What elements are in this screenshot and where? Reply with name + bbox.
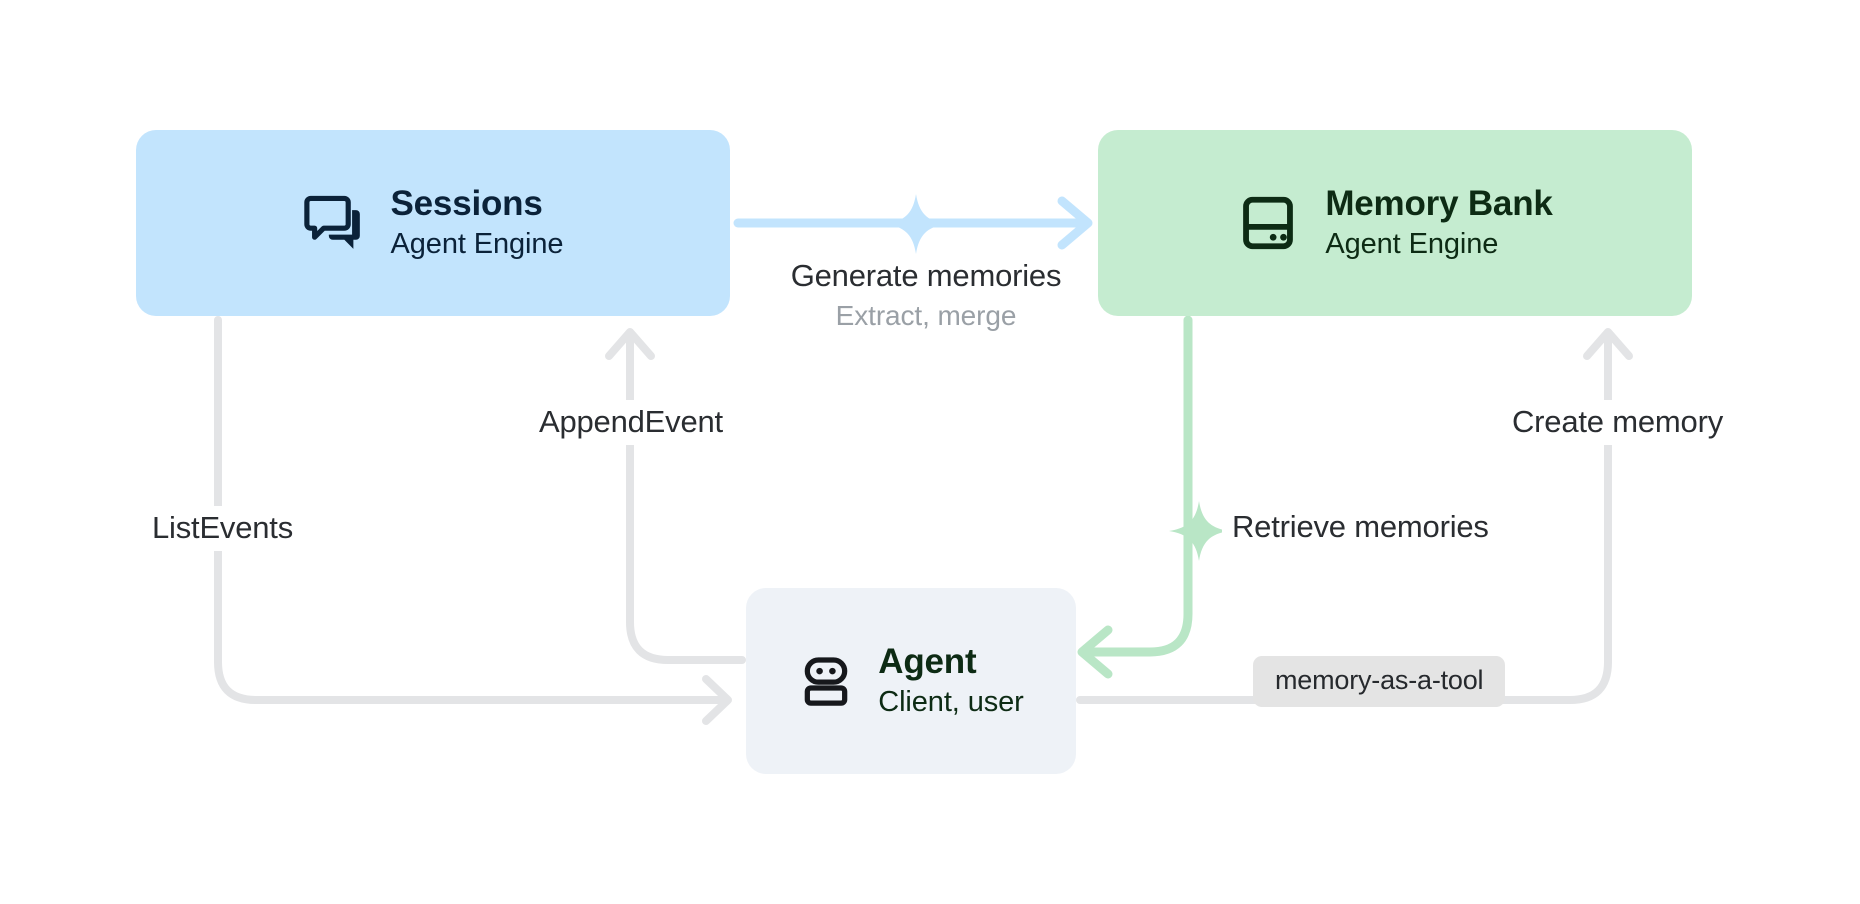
node-agent-subtitle: Client, user xyxy=(878,685,1024,718)
edge-label-generate-memories-main: Generate memories xyxy=(790,258,1062,293)
edge-retrieve-memories xyxy=(1077,315,1193,679)
node-agent-text: Agent Client, user xyxy=(878,642,1024,719)
edge-label-generate-memories: Generate memories Extract, merge xyxy=(765,258,1087,332)
edge-label-generate-memories-sub: Extract, merge xyxy=(835,299,1017,331)
database-icon xyxy=(1243,196,1294,250)
edge-label-create-memory: Create memory xyxy=(1500,400,1736,445)
edge-label-list-events: ListEvents xyxy=(140,506,306,551)
edge-label-retrieve-memories: Retrieve memories xyxy=(1222,505,1499,550)
node-memory-bank-title: Memory Bank xyxy=(1325,184,1553,224)
node-agent[interactable]: Agent Client, user xyxy=(746,588,1076,774)
robot-icon xyxy=(804,657,848,706)
edge-append-event xyxy=(605,328,746,664)
node-sessions-subtitle: Agent Engine xyxy=(390,227,564,260)
badge-memory-as-a-tool: memory-as-a-tool xyxy=(1253,656,1506,707)
node-memory-bank-text: Memory Bank Agent Engine xyxy=(1325,184,1553,261)
node-sessions-title: Sessions xyxy=(390,184,543,224)
node-sessions[interactable]: Sessions Agent Engine xyxy=(136,130,730,316)
edge-label-append-event: AppendEvent xyxy=(527,400,735,445)
node-memory-bank[interactable]: Memory Bank Agent Engine xyxy=(1098,130,1692,316)
chat-bubbles-icon xyxy=(303,195,360,249)
node-sessions-text: Sessions Agent Engine xyxy=(391,184,564,261)
sparkle-icon-generate xyxy=(886,194,946,254)
node-agent-title: Agent xyxy=(878,642,977,682)
node-memory-bank-subtitle: Agent Engine xyxy=(1325,227,1499,260)
sparkle-icon-retrieve xyxy=(1169,501,1229,561)
